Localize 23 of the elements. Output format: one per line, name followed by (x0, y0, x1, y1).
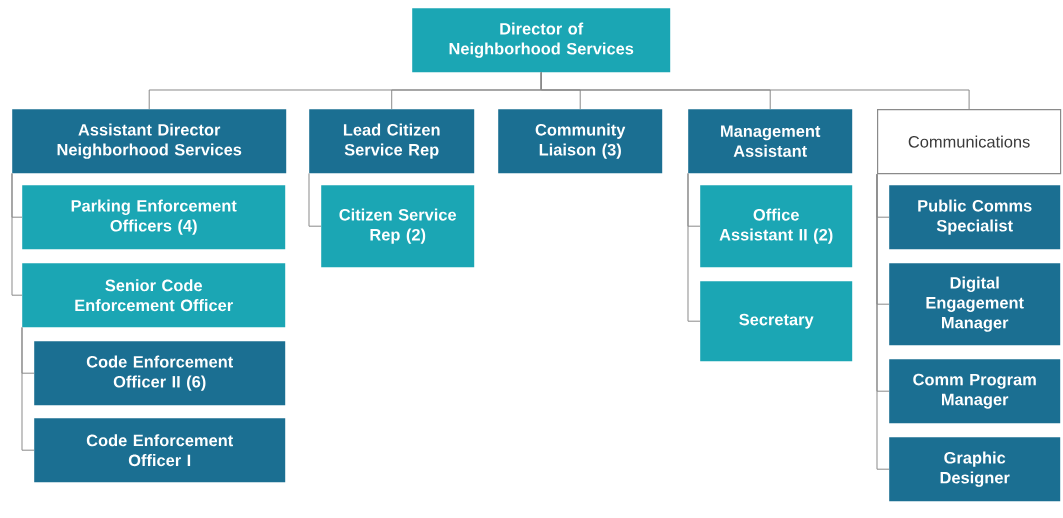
role-box: Citizen Service Rep (2) (321, 185, 475, 268)
role-box: Assistant Director Neighborhood Services (12, 109, 287, 174)
role-box: Community Liaison (3) (498, 109, 663, 174)
role-box: Comm Program Manager (889, 359, 1061, 424)
role-box: Code Enforcement Officer II (6) (34, 341, 286, 406)
role-box: Code Enforcement Officer I (34, 418, 286, 483)
connector-line (687, 172, 701, 322)
role-box: Office Assistant II (2) (700, 185, 853, 268)
role-box: Secretary (700, 281, 853, 362)
role-box: Senior Code Enforcement Officer (22, 263, 286, 328)
role-box: Parking Enforcement Officers (4) (22, 185, 286, 250)
connector-line (876, 173, 890, 470)
connector-line (540, 71, 970, 110)
role-box: Public Comms Specialist (889, 185, 1061, 250)
role-box: Lead Citizen Service Rep (309, 109, 475, 174)
connector-line (308, 172, 322, 227)
role-box: Director of Neighborhood Services (412, 8, 671, 73)
connector-line (11, 172, 23, 296)
connector-line (21, 326, 35, 451)
role-box: Management Assistant (688, 109, 853, 174)
role-box: Digital Engagement Manager (889, 263, 1061, 346)
role-box: Graphic Designer (889, 437, 1061, 502)
role-box: Communications (877, 109, 1062, 175)
